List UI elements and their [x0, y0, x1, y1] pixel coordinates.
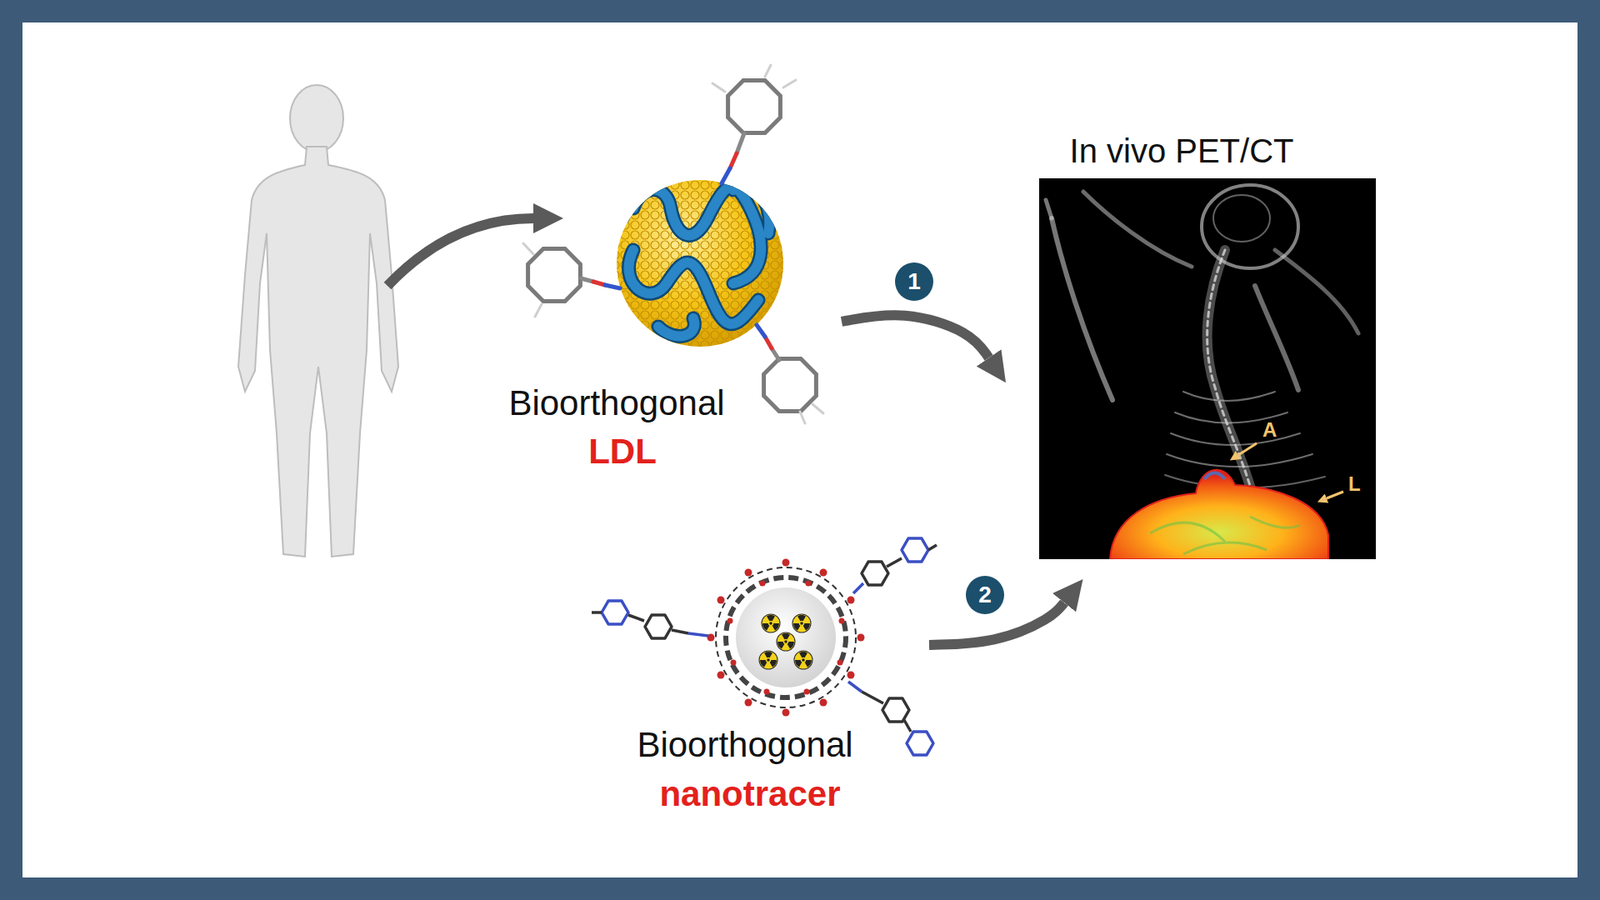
particle-name: Bioorthogonal [508, 383, 725, 424]
particle-type: nanotracer [659, 774, 840, 815]
nanotracer-illustration [591, 538, 937, 755]
flow-arrow [841, 315, 990, 358]
image-annotation: L [1348, 473, 1361, 495]
callout-number: 1 [895, 262, 934, 301]
panel-title: In vivo PET/CT [1070, 131, 1295, 170]
nanotracer-particle: Bioorthogonal nanotracer [595, 525, 930, 834]
isolation-arrow [387, 218, 534, 286]
particle-name: Bioorthogonal [636, 725, 853, 765]
ldl-illustration [523, 65, 824, 424]
human-silhouette [238, 85, 399, 557]
white-panel [22, 22, 1578, 878]
ldl-particle: BioorthogonalLDL [483, 133, 842, 484]
callout-number: 2 [965, 575, 1005, 615]
pet-ct-panel: In vivo PET/CT [1039, 131, 1376, 560]
image-annotation: A [1262, 419, 1277, 441]
pet-ct-image [1039, 178, 1376, 560]
particle-type: LDL [588, 431, 657, 472]
